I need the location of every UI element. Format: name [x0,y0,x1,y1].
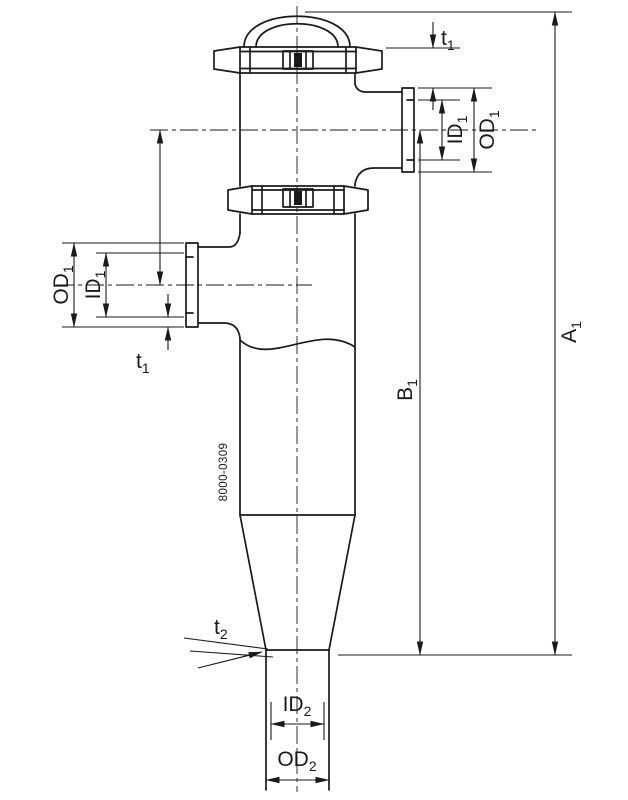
dimensions: A1 B1 t1 ID1 OD1 [50,11,584,784]
left-port [185,232,241,339]
bail-handle [243,15,351,48]
mid-clamp-left-lug [227,185,253,215]
label-id2: ID2 [283,693,312,719]
mid-clamp-bolt [282,188,314,208]
dim-t1-top: t1 [386,22,460,110]
dim-id1-right: ID1 [418,99,470,161]
cone-section [239,514,356,651]
label-t1-left: t1 [136,350,150,376]
right-port [354,83,415,185]
dim-od1-right: OD1 [418,87,502,173]
mid-clamp [227,185,369,215]
body-shell [239,72,356,516]
label-od1-left: OD1 [50,265,76,305]
label-t2: t2 [214,616,228,642]
dim-id2: ID2 [270,693,325,740]
dim-id1-left: ID1 [82,252,184,318]
dim-a1: A1 [305,11,584,656]
mid-clamp-right-lug [343,185,369,215]
label-od2: OD2 [277,748,317,774]
dim-od1-left: OD1 [50,242,184,328]
top-clamp-right-lug [355,46,383,74]
label-t1-top: t1 [441,27,455,53]
label-a1: A1 [558,321,584,343]
top-clamp [213,46,383,74]
vessel-outline [185,15,415,791]
outlet-tube [265,649,330,791]
dim-od2: OD2 [265,748,330,784]
right-port-ferrule [401,87,415,173]
part-number-text: 8000-0309 [218,443,230,502]
dim-t1-left: t1 [136,294,172,376]
dim-t2: t2 [183,616,274,669]
left-port-ferrule [185,242,199,328]
top-clamp-left-lug [213,46,241,74]
label-b1: B1 [394,379,420,401]
label-od1-right: OD1 [476,110,502,150]
dim-b1: B1 [394,129,424,656]
label-id1-left: ID1 [82,270,108,299]
internal-weld-curve [239,338,356,351]
top-clamp-bolt [282,50,314,70]
label-id1-right: ID1 [444,115,470,144]
